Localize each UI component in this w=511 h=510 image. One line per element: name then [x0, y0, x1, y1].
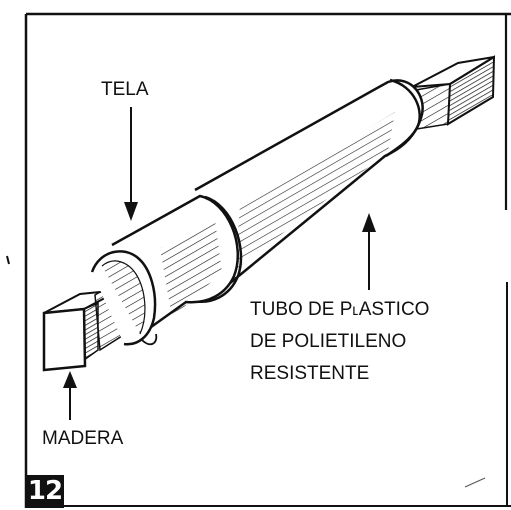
label-madera: MADERA [42, 428, 124, 449]
figure-number-badge: 12 [26, 475, 64, 508]
label-tubo-line1: TUBO DE P˪ASTICO [250, 299, 430, 320]
label-tubo-line3: RESISTENTE [250, 363, 370, 384]
arrow-madera [63, 371, 77, 420]
label-tubo-line2: DE POLIETILENO [250, 331, 407, 352]
arrow-tela [124, 107, 138, 221]
plastic-tube [189, 78, 424, 303]
frame-border [24, 12, 511, 508]
label-tela: TELA [101, 79, 149, 100]
fabric-wrap [90, 194, 239, 346]
arrow-tubo [362, 213, 376, 290]
stray-marks [6, 255, 486, 488]
